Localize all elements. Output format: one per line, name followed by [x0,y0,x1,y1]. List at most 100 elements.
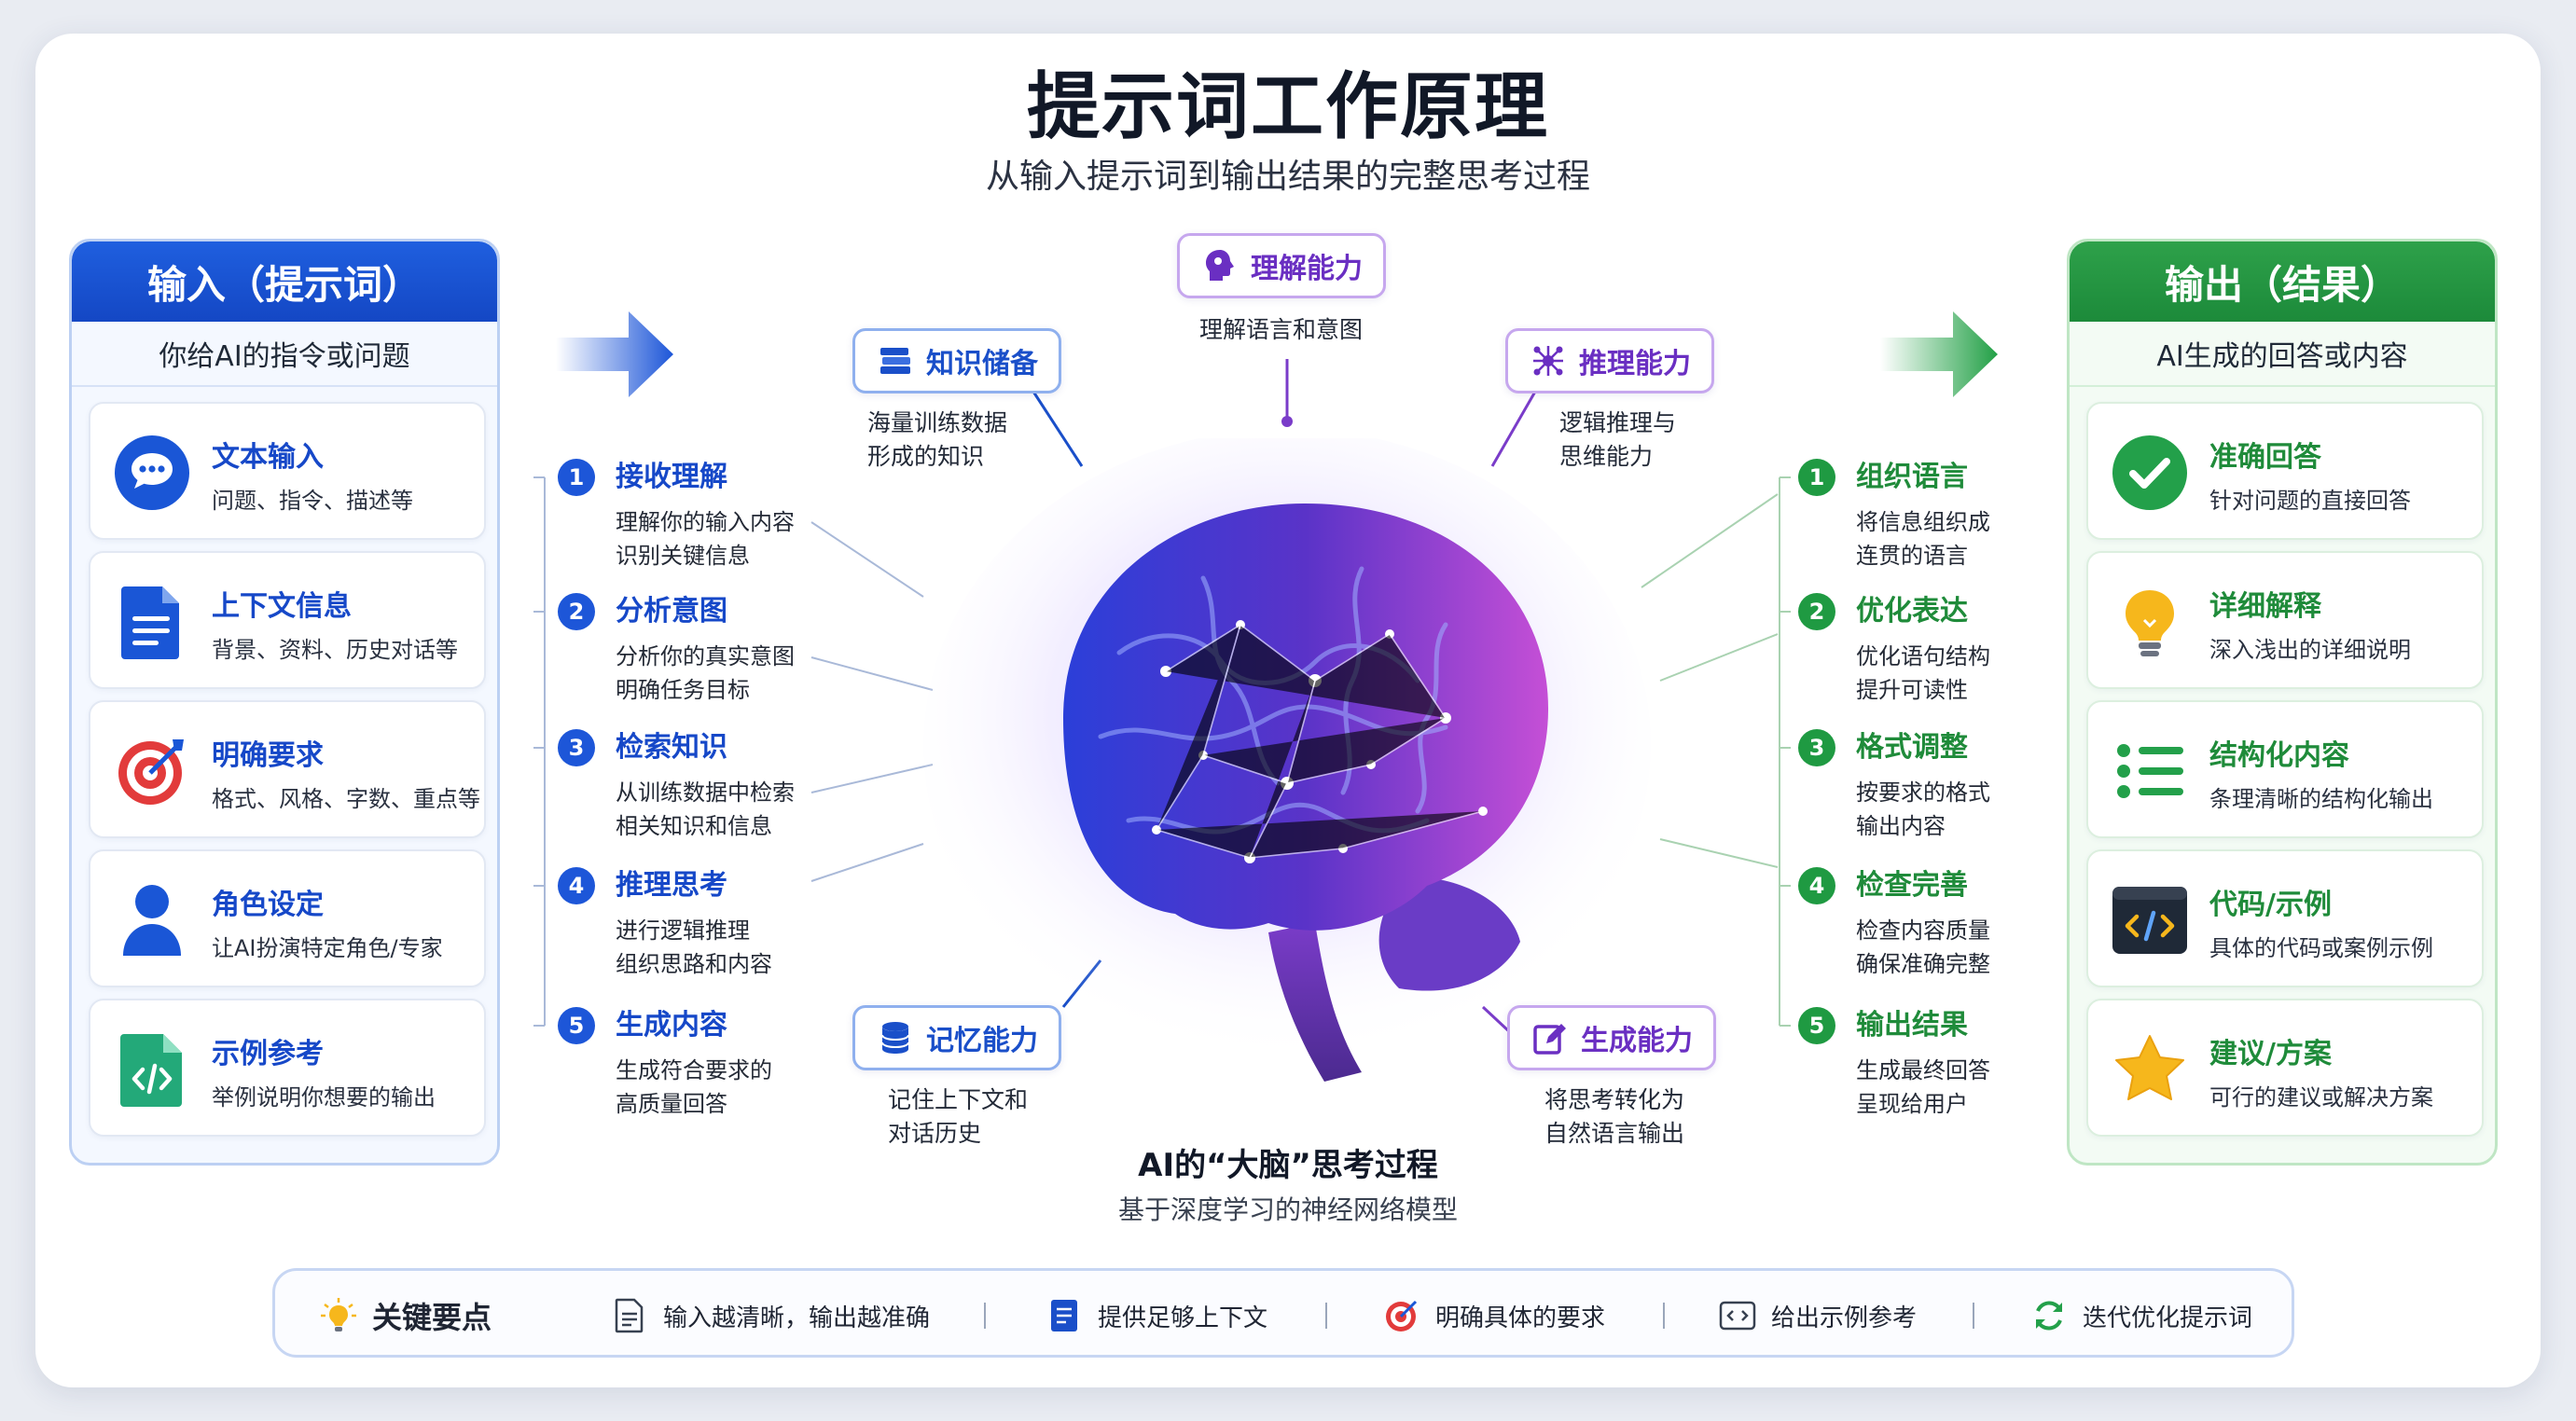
step-desc: 生成符合要求的高质量回答 [616,1057,772,1117]
step-desc: 进行逻辑推理组织思路和内容 [616,917,772,977]
capability-label: 理解能力 [1251,253,1363,285]
step-title: 输出结果 [1856,1009,1968,1042]
divider [1325,1303,1327,1329]
step-title: 生成内容 [616,1009,727,1042]
output-flow-arrow-icon [1880,308,2001,401]
step-title: 推理思考 [616,869,727,902]
chat-bubble-icon [111,432,193,514]
page-title: 提示词工作原理 [1026,65,1549,149]
input-item-text: 文本输入 问题、指令、描述等 [89,402,486,540]
key-tip: 迭代优化提示词 [2030,1271,2252,1360]
document-icon [111,581,193,663]
output-item-answer: 准确回答 针对问题的直接回答 [2086,402,2484,540]
edit-pen-icon [1530,1018,1570,1057]
step-desc: 生成最终回答呈现给用户 [1856,1057,1990,1117]
key-tip: 给出示例参考 [1719,1271,1917,1360]
brain-subcaption: 基于深度学习的神经网络模型 [1117,1194,1458,1225]
divider [1973,1303,1974,1329]
step-title: 检查完善 [1856,869,1968,902]
input-panel: 输入（提示词） 你给AI的指令或问题 文本输入 问题、指令、描述等 上下文信息 … [69,239,500,1166]
divider [984,1303,986,1329]
input-flow-arrow-icon [556,308,677,401]
input-item-role: 角色设定 让AI扮演特定角色/专家 [89,849,486,987]
output-item-suggestion: 建议/方案 可行的建议或解决方案 [2086,999,2484,1137]
capability-desc: 自然语言输出 [1544,1120,1685,1147]
brain-illustration [923,438,1651,1082]
capability-reasoning: 推理能力 [1505,328,1714,393]
output-item-title: 建议/方案 [2209,1038,2332,1070]
capability-label: 推理能力 [1579,348,1691,380]
capability-desc: 记住上下文和 [888,1086,1029,1113]
input-item-example: 示例参考 举例说明你想要的输出 [89,999,486,1137]
step-number: 3 [558,729,595,766]
capability-desc: 对话历史 [888,1120,982,1147]
output-item-title: 代码/示例 [2209,889,2332,921]
output-item-title: 结构化内容 [2209,739,2349,772]
lightbulb-icon [320,1297,357,1334]
books-stack-icon [876,341,915,380]
brain-caption: AI的“大脑”思考过程 [1138,1147,1438,1184]
database-icon [876,1018,915,1057]
step-title: 格式调整 [1856,731,1968,764]
input-item-title: 上下文信息 [212,590,352,623]
step-number: 5 [1798,1007,1835,1044]
input-item-requirements: 明确要求 格式、风格、字数、重点等 [89,700,486,838]
target-icon [1383,1297,1420,1334]
capability-generation: 生成能力 [1507,1005,1716,1070]
output-item-structured: 结构化内容 条理清晰的结构化输出 [2086,700,2484,838]
capability-desc: 思维能力 [1559,443,1654,470]
capability-desc: 将思考转化为 [1544,1086,1685,1113]
step-desc: 按要求的格式输出内容 [1856,779,1990,839]
step-number: 1 [558,459,595,496]
key-tip: 提供足够上下文 [1046,1271,1267,1360]
input-item-desc: 背景、资料、历史对话等 [212,637,458,663]
input-panel-title: 输入（提示词） [72,241,497,322]
capability-desc: 海量训练数据 [867,409,1008,436]
capability-understanding: 理解能力 [1177,233,1386,298]
step-number: 4 [558,867,595,904]
input-item-title: 角色设定 [212,889,324,921]
page-subtitle: 从输入提示词到输出结果的完整思考过程 [985,158,1590,196]
capability-label: 记忆能力 [926,1025,1038,1057]
context-doc-icon [1046,1297,1083,1334]
network-nodes-icon [1529,341,1568,380]
output-item-code: 代码/示例 具体的代码或案例示例 [2086,849,2484,987]
input-item-title: 示例参考 [212,1038,324,1070]
step-title: 优化表达 [1856,595,1968,628]
step-number: 1 [1798,459,1835,496]
step-number: 5 [558,1007,595,1044]
step-desc: 检查内容质量确保准确完整 [1856,917,1990,977]
output-panel: 输出（结果） AI生成的回答或内容 准确回答 针对问题的直接回答 详细解释 深入… [2067,239,2498,1166]
key-points-label: 关键要点 [320,1271,492,1360]
refresh-cycle-icon [2030,1297,2068,1334]
step-number: 4 [1798,867,1835,904]
step-desc: 将信息组织成连贯的语言 [1856,509,1990,569]
step-title: 检索知识 [616,731,727,764]
input-item-title: 明确要求 [212,739,324,772]
input-item-desc: 格式、风格、字数、重点等 [212,786,480,812]
input-item-desc: 举例说明你想要的输出 [212,1084,436,1111]
step-title: 接收理解 [616,461,727,493]
input-item-desc: 问题、指令、描述等 [212,488,413,514]
capability-knowledge: 知识储备 [852,328,1061,393]
step-desc: 优化语句结构提升可读性 [1856,643,1990,703]
output-item-desc: 可行的建议或解决方案 [2209,1084,2433,1111]
person-icon [111,879,193,961]
input-item-desc: 让AI扮演特定角色/专家 [212,935,443,961]
step-title: 组织语言 [1856,461,1968,493]
code-window-icon [1719,1297,1756,1334]
output-item-desc: 深入浅出的详细说明 [2209,637,2411,663]
capability-label: 知识储备 [926,348,1038,380]
step-desc: 分析你的真实意图明确任务目标 [616,643,795,703]
output-item-explain: 详细解释 深入浅出的详细说明 [2086,551,2484,689]
input-item-context: 上下文信息 背景、资料、历史对话等 [89,551,486,689]
output-panel-title: 输出（结果） [2070,241,2495,322]
lightbulb-icon [2109,581,2191,663]
divider [1663,1303,1665,1329]
capability-desc: 理解语言和意图 [1199,316,1364,343]
output-item-desc: 具体的代码或案例示例 [2209,935,2433,961]
step-number: 2 [1798,593,1835,630]
step-desc: 理解你的输入内容识别关键信息 [616,509,795,569]
step-number: 3 [1798,729,1835,766]
document-icon [611,1297,648,1334]
